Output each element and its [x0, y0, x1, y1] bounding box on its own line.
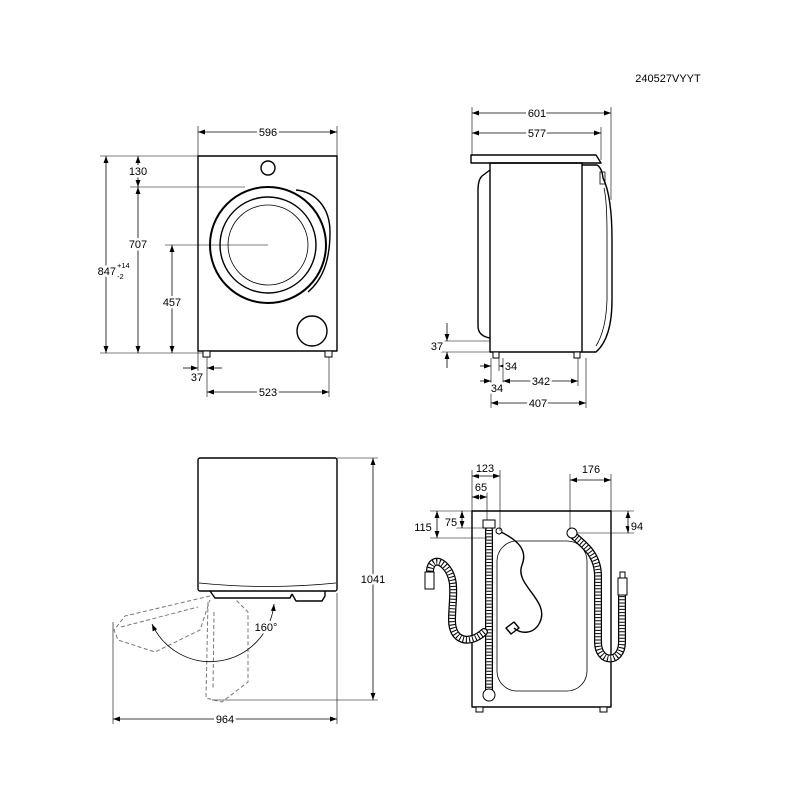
- dimension-text-base-height: 37: [431, 341, 443, 353]
- side-body-outline: [489, 162, 583, 353]
- dimension-text-left-offset-inner: 65: [475, 482, 487, 494]
- dimension-text-panel-height: 130: [129, 166, 147, 178]
- drain-hose-fitting: [424, 571, 435, 590]
- dimension-text-foot-spacing: 342: [532, 376, 550, 388]
- dimension-text-left-drop-outer: 115: [414, 522, 432, 534]
- side-foot-rear: [492, 351, 500, 359]
- inlet-hose-fitting: [617, 577, 628, 596]
- door-handle-outline: [295, 189, 331, 293]
- door-handle-profile: [291, 591, 326, 602]
- rear-view: 123 65 176 115 75 94: [412, 461, 646, 713]
- dimension-text-depth-open: 1041: [361, 574, 385, 586]
- front-view: 596 847 +14 -2 130 707 457 37 523: [95, 125, 338, 402]
- drain-hose-external: [426, 557, 488, 644]
- rear-panel: [496, 540, 588, 692]
- side-view: 601 577 37 34 342 34 407: [428, 106, 613, 413]
- drain-hose-connector: [482, 519, 496, 529]
- inlet-connector: [566, 527, 578, 539]
- inlet-hose-ribs: [572, 533, 625, 662]
- tolerance-plus: +14: [117, 261, 130, 270]
- drain-hose-elbow: [482, 688, 496, 702]
- dimension-text-foot-depth: 407: [529, 398, 547, 410]
- door-inner-profile: [595, 187, 608, 347]
- top-body-outline: [197, 457, 338, 592]
- dimension-text-foot-spacing: 523: [259, 387, 277, 399]
- filter-cover: [296, 315, 328, 347]
- top-plate: [470, 154, 602, 164]
- door-closed-profile: [209, 590, 293, 599]
- front-body-outline: [197, 155, 338, 352]
- door-open-90-outline: [205, 599, 249, 703]
- dimension-text-total-height: 847: [98, 266, 116, 278]
- inlet-hose-fitting-nut: [619, 571, 626, 579]
- dimension-text-door-centre: 457: [163, 297, 181, 309]
- front-foot-left: [202, 350, 211, 358]
- power-cable: [498, 530, 543, 633]
- dimension-text-left-offset-outer: 123: [476, 463, 494, 475]
- drawing-code: 240527VYYT: [635, 73, 701, 85]
- door-angle-arc: [151, 603, 276, 662]
- door-open-90-inner: [212, 611, 215, 691]
- dimension-text-foot-offset: 37: [191, 372, 203, 384]
- rear-profile: [477, 169, 491, 339]
- rear-foot-left: [475, 706, 484, 713]
- dimension-text-width: 596: [259, 127, 277, 139]
- dimension-text-depth-overall: 601: [528, 108, 546, 120]
- dimension-text-depth-top: 577: [528, 128, 546, 140]
- drain-hose-external-ribs: [427, 559, 486, 643]
- dimension-text-upper-height: 707: [129, 239, 147, 251]
- tolerance-minus: -2: [117, 272, 124, 281]
- control-panel-edge: [599, 171, 606, 185]
- top-view: 160° 1041 964: [112, 457, 388, 729]
- door-profile: [582, 164, 613, 353]
- dimension-text-foot-offset-lower: 34: [491, 383, 503, 395]
- power-cable-entry: [495, 527, 503, 535]
- program-knob: [260, 160, 276, 176]
- dimension-text-left-drop-inner: 75: [445, 517, 457, 529]
- front-foot-right: [324, 350, 333, 358]
- dimension-text-right-drop: 94: [631, 521, 643, 533]
- dimension-text-width-open: 964: [216, 714, 234, 726]
- door-angle-text: 160°: [255, 622, 278, 634]
- dimension-text-foot-offset-upper: 34: [505, 361, 517, 373]
- door-open-160-inner: [120, 606, 199, 628]
- power-plug: [505, 621, 520, 635]
- rear-body-outline: [471, 510, 612, 708]
- door-open-160-outline: [113, 595, 211, 653]
- front-panel-edge: [198, 582, 337, 587]
- dimension-text-right-offset: 176: [582, 464, 600, 476]
- side-foot-front: [573, 351, 581, 359]
- rear-foot-right: [599, 706, 608, 713]
